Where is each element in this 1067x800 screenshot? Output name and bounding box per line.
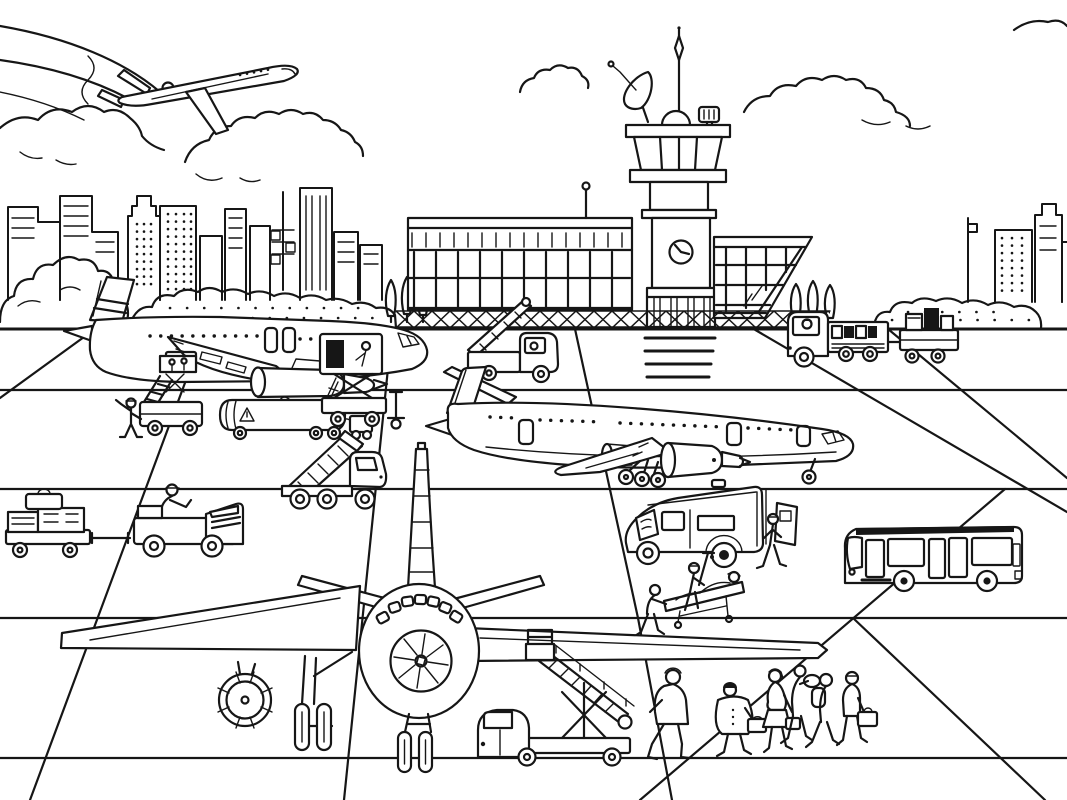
spired-tower — [127, 195, 161, 301]
front-door — [864, 538, 886, 579]
wing-left — [59, 584, 362, 652]
luggage-trailer — [4, 488, 92, 559]
ambulance — [624, 478, 799, 569]
door — [517, 418, 535, 446]
fuel-tanker — [218, 396, 374, 441]
bus — [843, 525, 1024, 593]
hazard-triangle — [239, 407, 255, 422]
cloud — [742, 74, 912, 128]
nose-gear — [396, 712, 434, 774]
stairs-truck — [476, 628, 635, 767]
window — [886, 537, 926, 568]
walkway-lattice — [395, 310, 831, 328]
roof-band — [856, 526, 1014, 535]
nose-intake-fan — [389, 629, 453, 693]
nose-gear — [801, 457, 817, 485]
passenger-man-briefcase — [835, 670, 879, 747]
tower-clock — [668, 239, 694, 265]
medic — [683, 561, 706, 612]
iv-pole — [697, 551, 716, 587]
window — [970, 536, 1014, 567]
headlight — [848, 568, 856, 576]
baggage-pole-cart — [386, 390, 406, 430]
windshield — [845, 535, 864, 571]
door — [795, 424, 812, 448]
cloud — [0, 104, 166, 152]
briefcase — [856, 710, 879, 728]
door — [263, 326, 279, 354]
service-lift-truck — [138, 350, 204, 437]
hedge-center — [128, 286, 398, 330]
marshaller — [114, 397, 144, 439]
stretcher — [662, 570, 746, 630]
center-door — [947, 536, 969, 579]
fuselage — [117, 64, 299, 107]
skyline-right — [967, 203, 1067, 303]
control-tower — [607, 26, 732, 329]
windshield — [634, 508, 660, 542]
rear-door-open — [773, 501, 799, 547]
passengers — [646, 664, 879, 761]
cargo-train — [786, 308, 960, 368]
dump-truck — [280, 429, 388, 510]
crate-trailer — [898, 308, 960, 364]
nose — [281, 68, 296, 75]
center-door — [927, 537, 947, 580]
medic — [633, 583, 668, 638]
boarding-stairs — [524, 628, 635, 740]
tail-fin — [445, 365, 488, 416]
cloud — [1012, 19, 1067, 32]
skyline-left — [7, 187, 383, 301]
wing-engine — [217, 660, 273, 729]
roof-light — [710, 478, 727, 489]
terminal-left-wing — [406, 181, 634, 312]
passenger-man-sack — [779, 664, 822, 745]
platform — [524, 642, 556, 662]
engine — [659, 441, 752, 479]
main-gear — [293, 650, 354, 752]
catering-lift — [318, 332, 388, 428]
front-plane — [59, 441, 829, 774]
passenger-man-hood — [646, 667, 691, 761]
runway-threshold-marks — [643, 336, 717, 379]
ambulance-worker — [755, 512, 788, 570]
tug-driver — [158, 483, 193, 520]
tail-stripes — [92, 297, 130, 315]
cockpit — [821, 430, 845, 445]
cab-window — [660, 510, 686, 532]
rooftop-dome — [660, 109, 692, 127]
door — [725, 421, 743, 447]
stretcher-team — [633, 551, 746, 638]
pole — [967, 217, 978, 303]
tail-fin — [406, 441, 437, 590]
flying-plane — [96, 64, 299, 136]
cockpit-windows — [238, 67, 274, 77]
tow-bar — [90, 531, 132, 545]
radar-dish — [607, 60, 653, 124]
door — [281, 326, 297, 354]
baggage-tug — [90, 483, 245, 558]
passenger-man-backpack — [804, 672, 841, 749]
cloud — [518, 64, 590, 94]
boarding-chute — [142, 374, 174, 408]
engine — [249, 358, 389, 399]
main-gear — [617, 458, 667, 489]
passenger-woman — [761, 668, 802, 754]
tower-deck — [624, 123, 732, 139]
scene — [0, 19, 1067, 800]
wing — [554, 436, 672, 477]
parked-plane — [62, 275, 429, 441]
passenger-child — [714, 682, 768, 758]
fuselage — [446, 401, 855, 469]
bus-body — [843, 525, 1024, 585]
cockpit — [397, 332, 420, 348]
terminal-building — [395, 26, 831, 329]
terminal-right-wing — [712, 235, 814, 320]
taxiing-plane — [424, 365, 855, 489]
cypress-trees-right — [789, 279, 836, 320]
side-panel-window — [696, 514, 736, 532]
cockpit-windows — [375, 593, 464, 625]
